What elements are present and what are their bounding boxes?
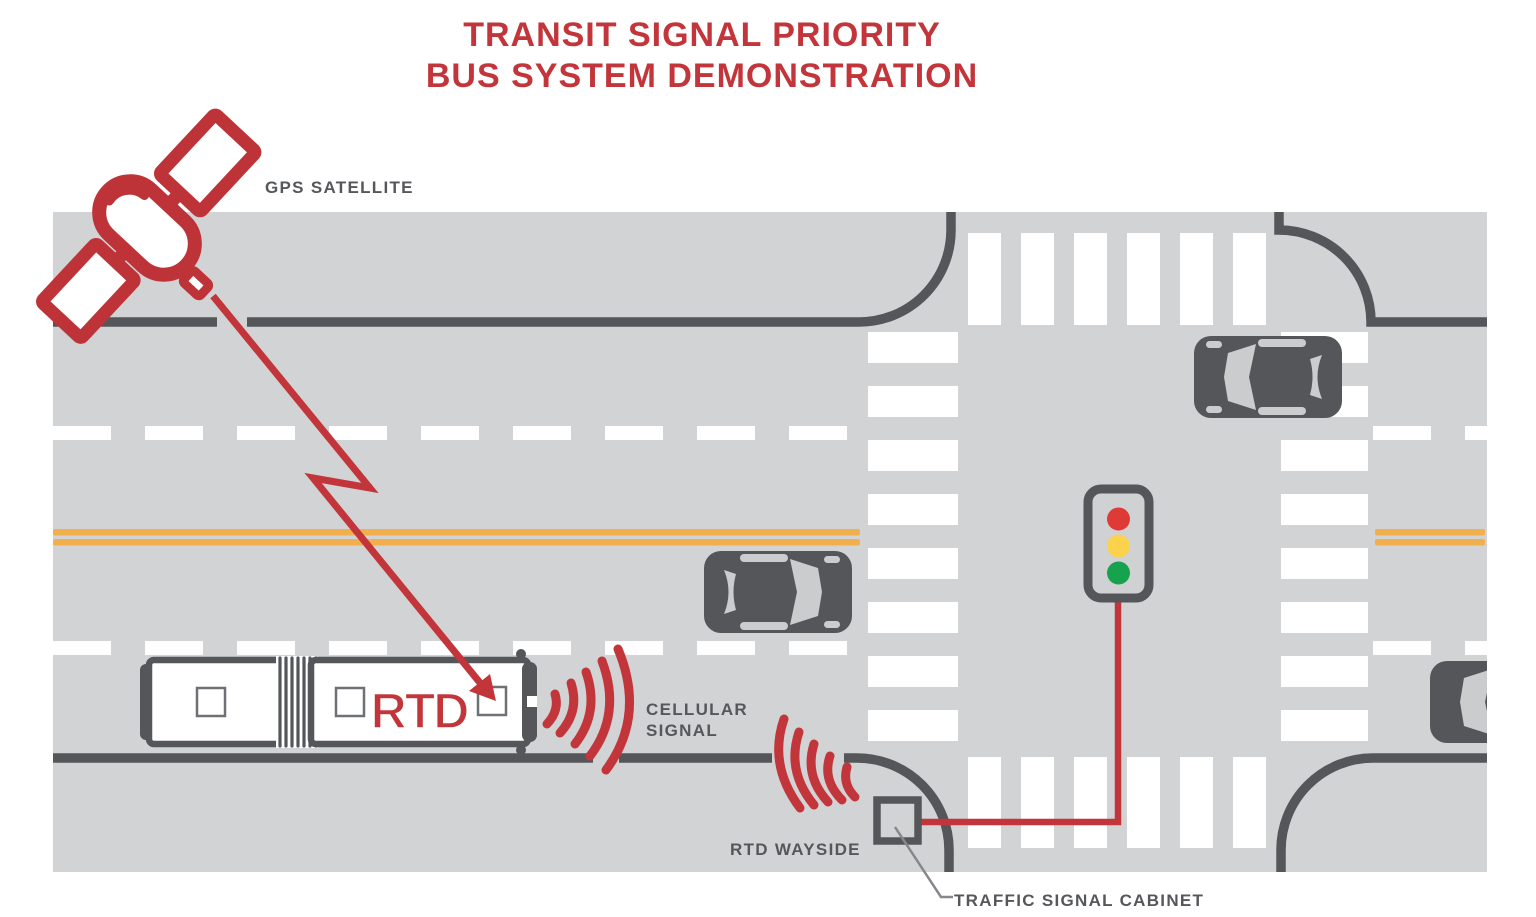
title-line-2: BUS SYSTEM DEMONSTRATION (425, 57, 979, 95)
traffic-signal-cabinet-label: TRAFFIC SIGNAL CABINET (954, 891, 1205, 910)
wayside-box (873, 796, 922, 845)
traffic-light-yellow (1107, 534, 1130, 558)
rtd-wayside-label: RTD WAYSIDE (730, 840, 861, 859)
cabinet-connector-line (893, 826, 953, 899)
road-edges (53, 212, 1487, 872)
crosswalk-west (868, 332, 958, 741)
car-icon (704, 551, 852, 633)
crosswalk-south (968, 757, 1266, 848)
bus-icon: RTD (140, 649, 537, 755)
cellular-signal-label: CELLULAR SIGNAL (646, 700, 748, 740)
traffic-light-icon (1083, 484, 1154, 603)
gps-signal-arrow (210, 293, 496, 701)
gps-satellite-label: GPS SATELLITE (265, 178, 414, 197)
traffic-light-green (1107, 561, 1130, 585)
satellite-antenna (178, 266, 214, 301)
car-icon (1430, 661, 1487, 743)
satellite-body (92, 174, 202, 282)
road-scene (53, 212, 1487, 872)
lane-dashes (53, 426, 1487, 655)
rtd-logo: RTD (371, 683, 469, 739)
crosswalk-north (968, 233, 1266, 325)
traffic-light-red (1107, 507, 1130, 531)
satellite-icon (36, 108, 262, 344)
page-title: TRANSIT SIGNAL PRIORITY BUS SYSTEM DEMON… (0, 15, 1404, 97)
title-line-1: TRANSIT SIGNAL PRIORITY (463, 16, 941, 54)
double-yellow-line (53, 529, 1485, 546)
wayside-signal-waves-icon (774, 714, 860, 813)
cellular-signal-waves-icon (542, 644, 635, 775)
satellite-solar-panel (36, 237, 141, 344)
satellite-solar-panel (153, 108, 262, 218)
signal-wire (919, 594, 1122, 826)
car-icon (1194, 336, 1342, 418)
